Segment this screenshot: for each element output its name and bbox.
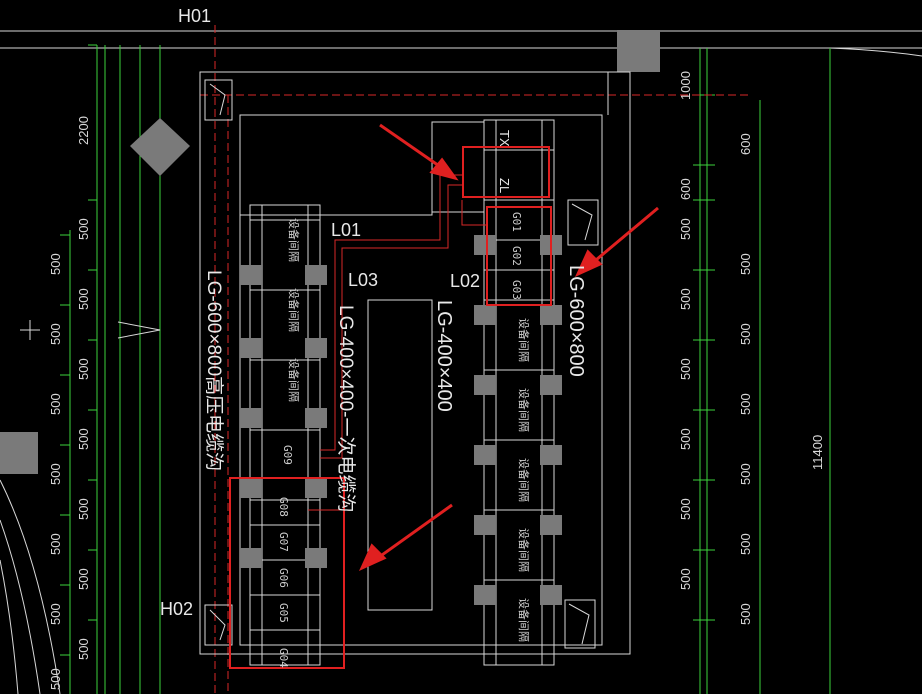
left-curve-road [0, 479, 61, 694]
dimension-text: 500 [678, 218, 693, 240]
dimension-text: 500 [678, 358, 693, 380]
cabinet-id: G03 [510, 280, 523, 300]
dimension-text: 500 [678, 428, 693, 450]
highlight-boxes [229, 146, 552, 669]
arrow-icons [358, 123, 659, 572]
corner-markers [204, 79, 599, 649]
cabinet-id: G07 [277, 532, 290, 552]
dimension-text: 500 [738, 603, 753, 625]
dimension-text: 1000 [678, 71, 693, 100]
cabinet-note: 设备间隔 [517, 598, 531, 642]
cabinet-note: 设备间隔 [517, 388, 531, 432]
cabinet-note: 设备间隔 [517, 528, 531, 572]
column-block-left [0, 432, 38, 474]
axis-label-h02: H02 [160, 599, 193, 619]
duct-label-left: LG-600×800高压电缆沟 [203, 270, 225, 471]
small-markers [20, 320, 161, 340]
cabinet-id: G05 [277, 603, 290, 623]
dimension-text: 600 [678, 178, 693, 200]
cable-label-l03: L03 [348, 270, 378, 290]
dimension-text: 500 [48, 533, 63, 555]
cable-label-l01: L01 [331, 220, 361, 240]
dimension-text: 500 [48, 463, 63, 485]
cabinet-note: 设备间隔 [287, 218, 301, 262]
dimension-text: 500 [738, 533, 753, 555]
dimension-text: 500 [76, 358, 91, 380]
dims-right-inner: 1000 600 500 500 500 500 500 500 [678, 71, 693, 590]
right-cabinet-ids: G01 G02 G03 [510, 212, 523, 300]
dimension-text: 500 [678, 498, 693, 520]
dimension-text: 500 [76, 498, 91, 520]
dimension-text: 500 [48, 253, 63, 275]
cabinet-id: G04 [277, 648, 290, 668]
dimension-text: 500 [738, 323, 753, 345]
dimension-text: 2200 [76, 116, 91, 145]
dimension-text: 500 [738, 253, 753, 275]
right-cabinet-blocks [474, 235, 562, 605]
dimension-text: 500 [76, 568, 91, 590]
cabinet-note: 设备间隔 [287, 288, 301, 332]
right-dimension-lines [693, 48, 831, 694]
cabinet-id: G02 [510, 246, 523, 266]
dimension-text: 500 [678, 568, 693, 590]
dims-left-outer: 2200 500 500 500 500 500 500 500 [76, 116, 91, 660]
cabinet-note: 设备间隔 [287, 358, 301, 402]
dimension-total: 11400 [810, 435, 825, 470]
right-cabinet-notes: 设备间隔 设备间隔 设备间隔 设备间隔 设备间隔 [517, 318, 531, 642]
cabinet-note: 设备间隔 [517, 458, 531, 502]
trench-and-bay-lines [240, 121, 485, 611]
duct-label-mid: LG-400×400-一次电缆沟 [335, 305, 357, 513]
dimension-text: 500 [48, 668, 63, 690]
cabinet-id: G01 [510, 212, 523, 232]
dimension-text: 500 [76, 638, 91, 660]
dims-right-outer: 600 500 500 500 500 500 500 [738, 133, 753, 625]
dimension-text: 600 [738, 133, 753, 155]
dimension-text: 500 [76, 218, 91, 240]
dimension-text: 500 [48, 603, 63, 625]
left-cabinet-ids: G04 G05 G06 G07 G08 G09 [277, 445, 294, 668]
duct-label-l02: LG-400×400 [433, 300, 455, 412]
dimension-text: 500 [738, 393, 753, 415]
axis-label-h01: H01 [178, 6, 211, 26]
left-cabinet-notes: 设备间隔 设备间隔 设备间隔 [287, 218, 301, 402]
duct-label-right: LG-600×800 [565, 265, 587, 377]
dimension-text: 500 [48, 393, 63, 415]
column-block-top-right [617, 30, 660, 72]
building-outline [199, 71, 631, 655]
cabinet-id: G09 [281, 445, 294, 465]
diamond-block [130, 118, 190, 176]
cabinet-note: 设备间隔 [517, 318, 531, 362]
cabinet-id: G08 [277, 497, 290, 517]
left-cabinet-blocks [240, 265, 327, 568]
dimension-text: 500 [76, 428, 91, 450]
cable-label-l02: L02 [450, 271, 480, 291]
red-axis-lines [200, 25, 750, 694]
dimension-text: 500 [76, 288, 91, 310]
cabinet-id: G06 [277, 568, 290, 588]
bay-label-zl: ZL [497, 178, 512, 193]
dimension-text: 500 [48, 323, 63, 345]
dims-left-inner: 500 500 500 500 500 500 500 [48, 253, 63, 690]
bay-label-tx: TX [497, 130, 512, 147]
dimension-text: 500 [738, 463, 753, 485]
dimension-text: 500 [678, 288, 693, 310]
top-road-lines [0, 30, 922, 57]
